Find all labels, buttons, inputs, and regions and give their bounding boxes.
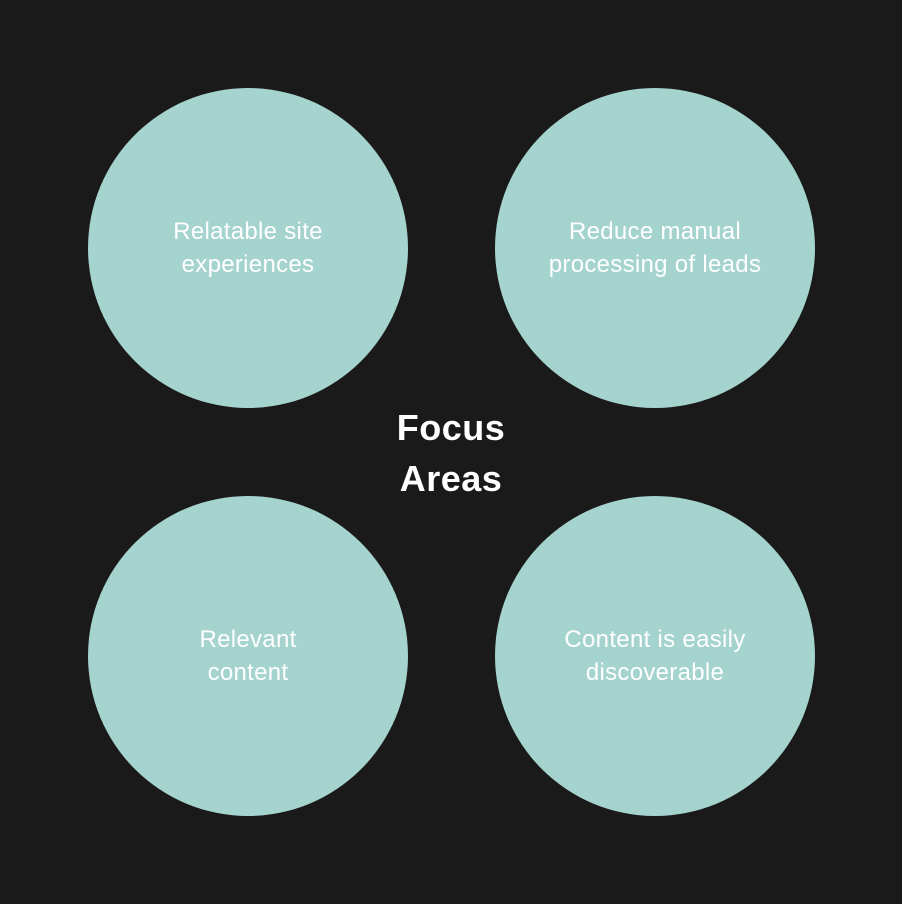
circle-label-relatable-site-experiences: Relatable site experiences xyxy=(173,218,323,278)
page-title: Focus Areas xyxy=(396,407,506,499)
circle-label-reduce-manual-processing-of-leads: Reduce manual processing of leads xyxy=(548,218,762,278)
circle-reduce-manual-processing-of-leads: Reduce manual processing of leads xyxy=(495,88,815,408)
circle-relevant-content: Relevant content xyxy=(88,496,408,816)
circle-label-relevant-content: Relevant content xyxy=(199,626,297,686)
circle-label-content-is-easily-discoverable: Content is easily discoverable xyxy=(564,626,746,686)
circle-relatable-site-experiences: Relatable site experiences xyxy=(88,88,408,408)
circle-content-is-easily-discoverable: Content is easily discoverable xyxy=(495,496,815,816)
